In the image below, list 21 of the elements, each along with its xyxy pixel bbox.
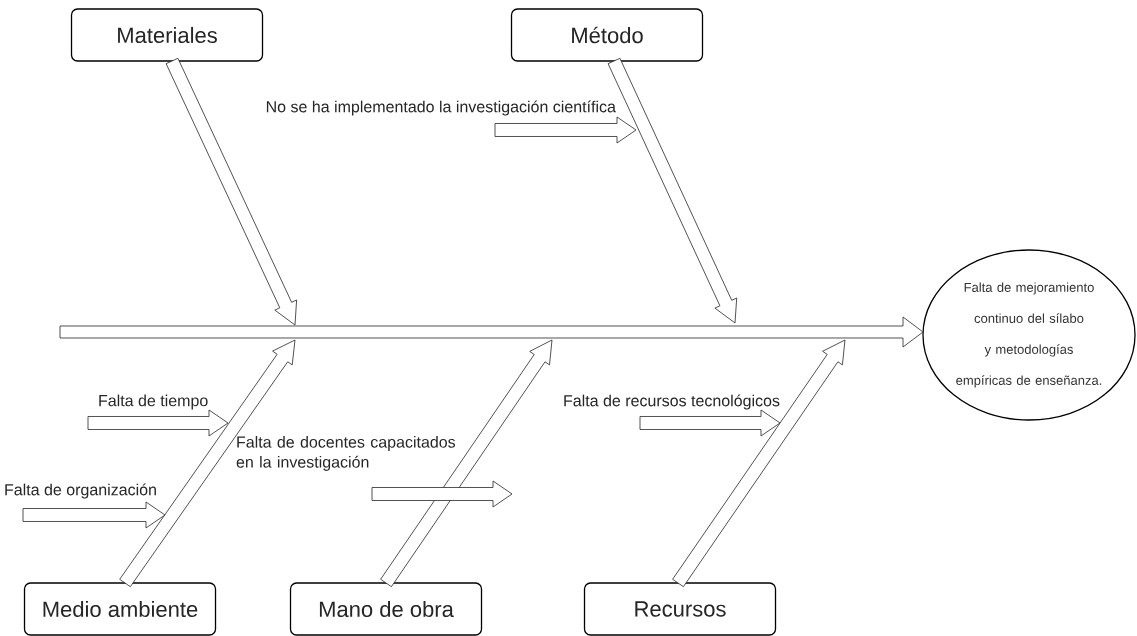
category-box: Medio ambiente: [23, 582, 217, 636]
cause-arrow: [371, 480, 513, 508]
cause-arrow: [639, 409, 781, 437]
cause-label: Falta de organización: [5, 483, 156, 499]
bone-arrow: [380, 339, 553, 588]
bone-arrow: [165, 57, 297, 326]
cause-label: Falta de tiempo: [99, 394, 208, 410]
cause-arrow: [494, 116, 637, 144]
cause-label: No se ha implementado la investigación científica: [266, 100, 616, 116]
spine-arrow: [59, 316, 924, 348]
bone-arrow: [607, 57, 738, 324]
cause-label: Falta de docentes capacitados en la investigación: [236, 436, 456, 471]
category-box: Materiales: [70, 8, 264, 62]
bone-arrow: [119, 339, 296, 588]
bone-arrow: [672, 339, 846, 588]
cause-label: Falta de recursos tecnológicos: [564, 394, 780, 410]
category-box: Recursos: [583, 582, 777, 636]
cause-arrow: [87, 409, 229, 437]
category-box: Método: [510, 8, 704, 62]
cause-arrow: [22, 501, 166, 529]
category-box: Mano de obra: [289, 582, 483, 636]
